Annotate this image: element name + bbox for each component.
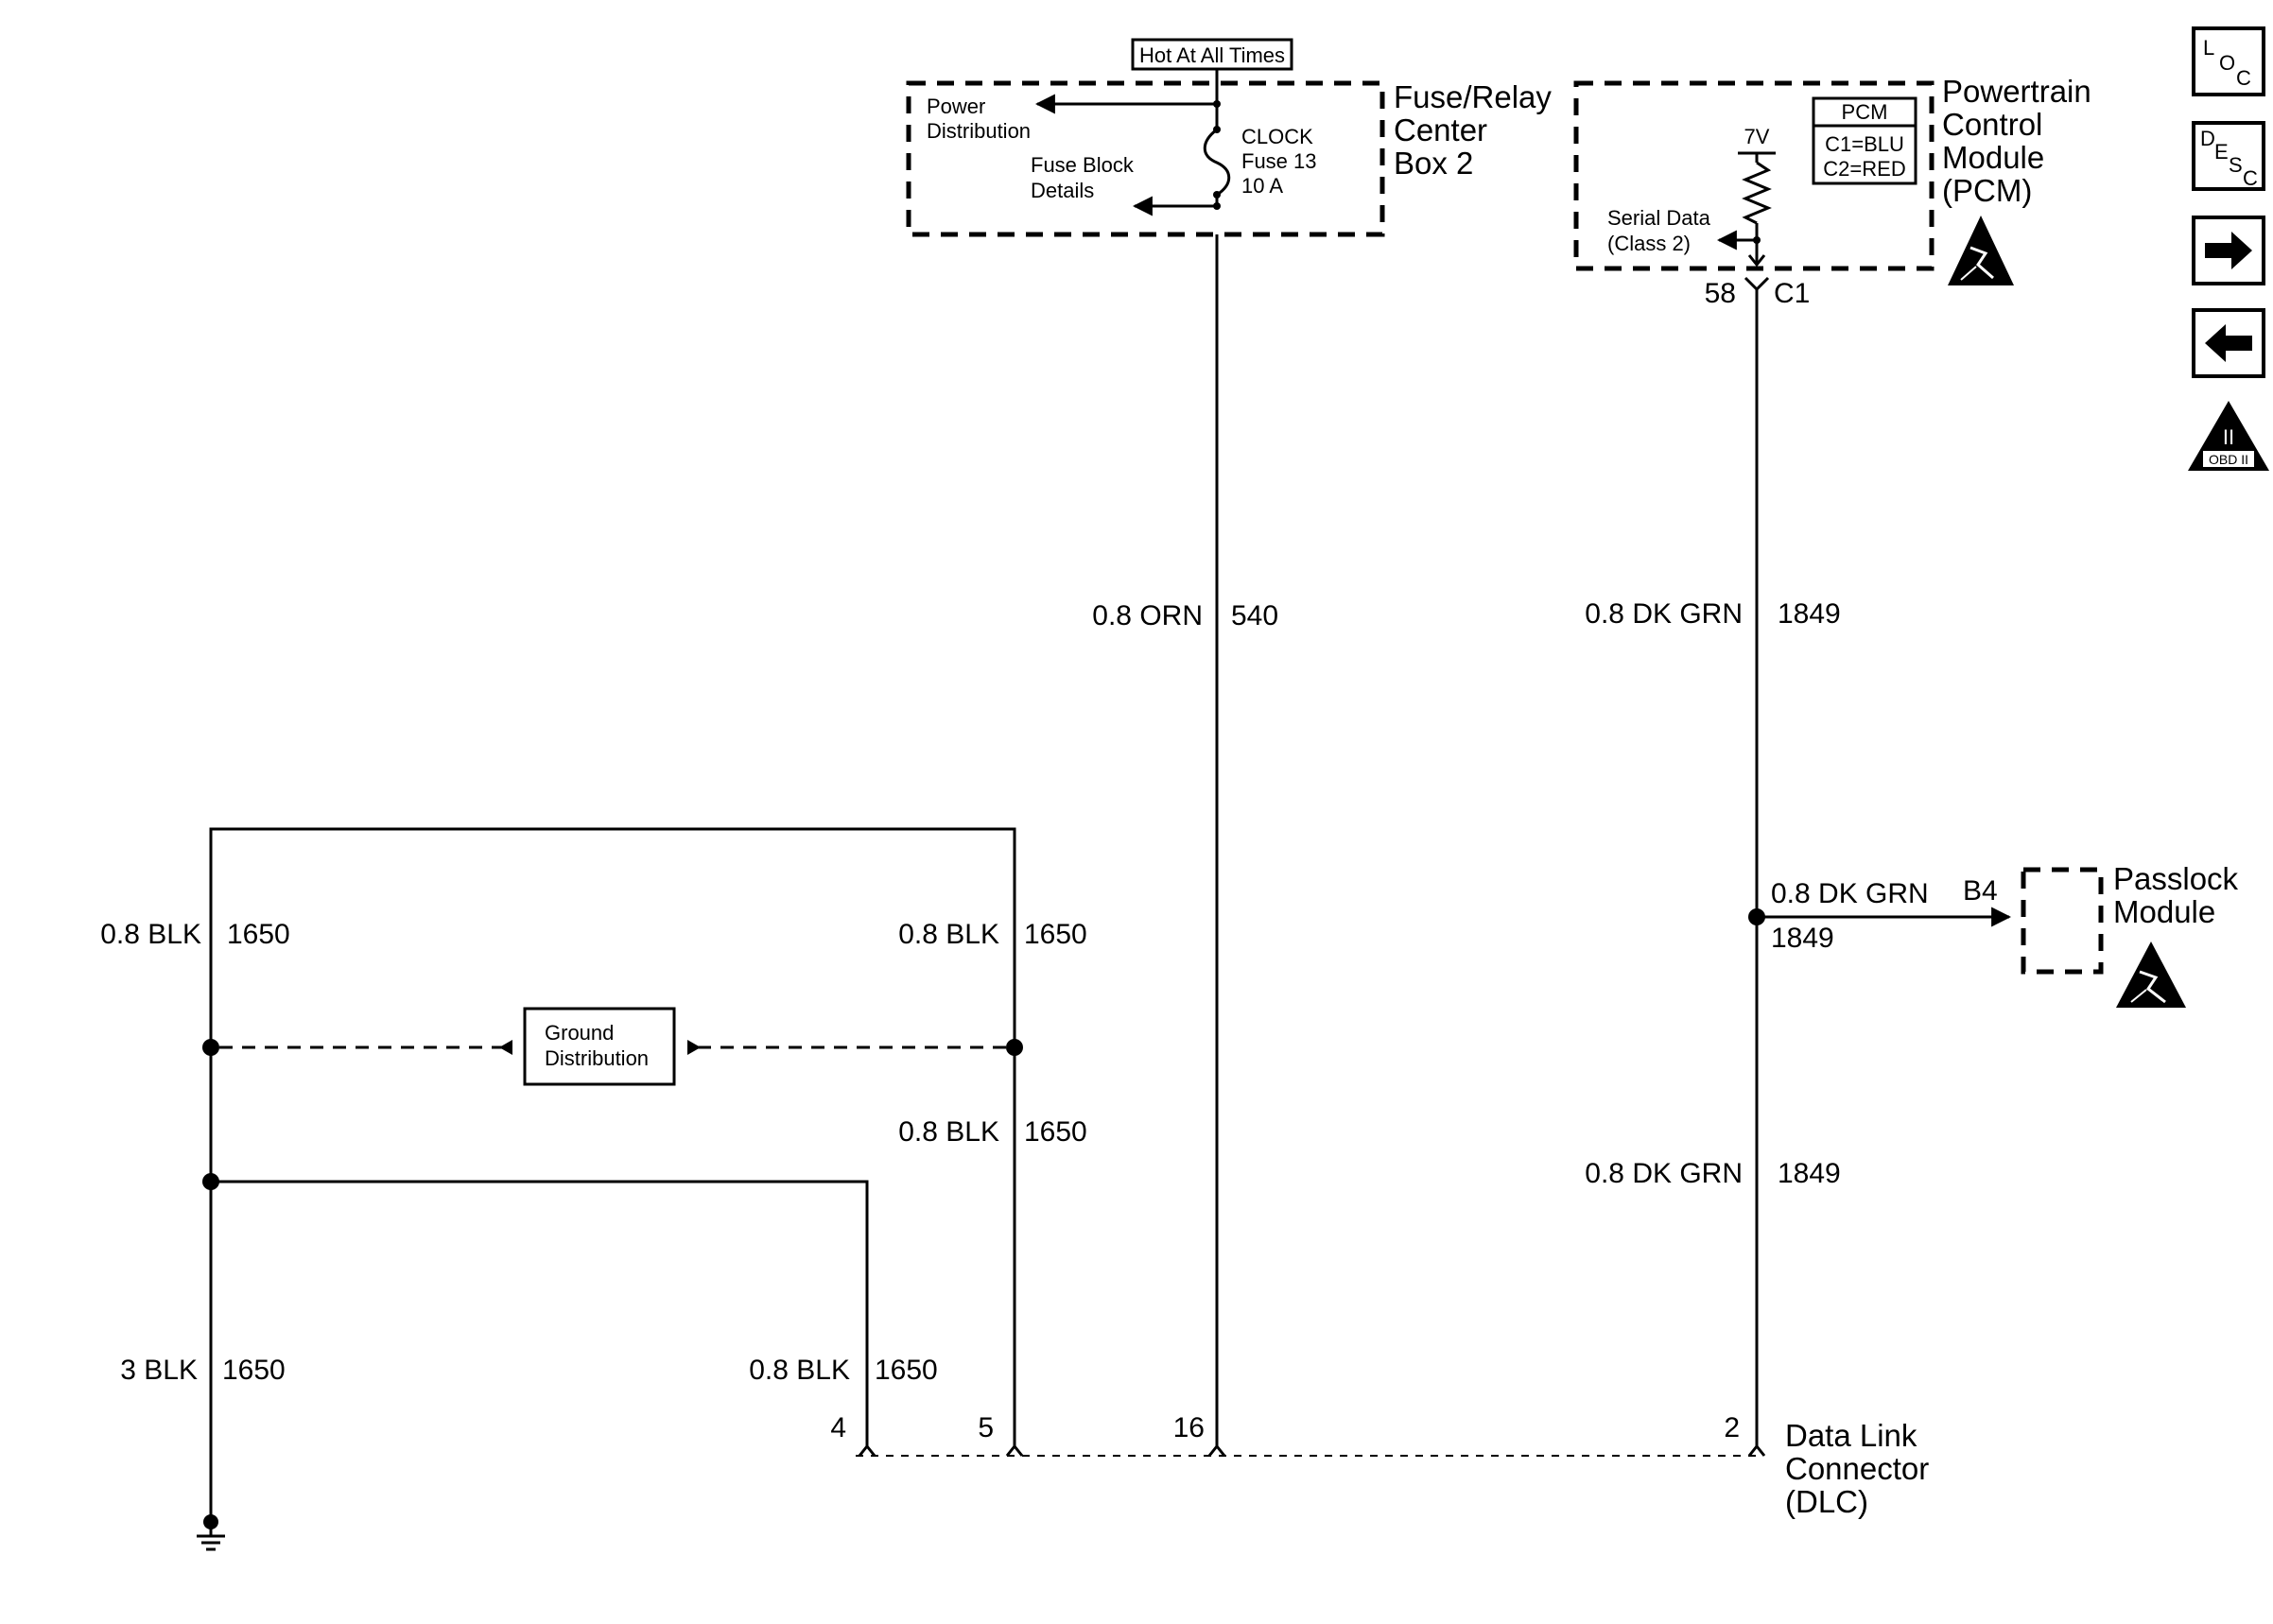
desc-letter-e: E	[2214, 140, 2229, 164]
pcm-title-1: Powertrain	[1942, 74, 2091, 109]
wire-grn-top-circuit-label: 1849	[1778, 598, 1841, 630]
obd-ii-numeral: II	[2223, 425, 2234, 449]
description-icon-button[interactable]: D E S C	[2192, 121, 2265, 191]
passlock-wire-circuit-label: 1849	[1771, 923, 1834, 954]
desc-letter-c: C	[2243, 166, 2258, 190]
loc-letter-c: C	[2236, 66, 2251, 90]
hot-at-all-times-box	[1131, 38, 1293, 71]
ground-distribution-box	[523, 1007, 676, 1086]
next-arrow-button[interactable]	[2192, 216, 2265, 285]
fuse-box-outline	[906, 80, 1385, 237]
fuse-number-label: Fuse 13	[1241, 149, 1317, 173]
arrow-right-icon	[2205, 232, 2252, 269]
data-link-connector: 4 5 16 2 Data Link Connector (DLC)	[830, 1412, 1929, 1519]
pcm-connector-c1: C1=BLU	[1825, 132, 1904, 156]
fuse-block-details-label-1: Fuse Block	[1031, 153, 1135, 177]
fuse-block-details-label-2: Details	[1031, 179, 1094, 202]
wire-blk-left-bot-color-label: 3 BLK	[120, 1355, 198, 1386]
wire-grn-bot-color-label: 0.8 DK GRN	[1585, 1158, 1743, 1189]
ground-distribution-label-2: Distribution	[545, 1046, 649, 1070]
pcm-connector-label: C1	[1774, 278, 1810, 309]
loc-letter-l: L	[2203, 36, 2214, 60]
power-distribution-label-2: Distribution	[927, 119, 1031, 143]
pcm-connector-box	[1812, 96, 1917, 185]
fuse-name-label: CLOCK	[1241, 125, 1313, 148]
dlc-pin-5: 5	[978, 1412, 994, 1443]
wire-blk-1650-dlc4	[211, 1180, 869, 1446]
wire-orn-color-label: 0.8 ORN	[1092, 600, 1203, 631]
pcm-c1-connector	[1744, 276, 1770, 292]
obd-ii-icon-button[interactable]: II OBD II	[2188, 401, 2269, 471]
passlock-pin-label: B4	[1963, 875, 1998, 907]
wire-blk-right-top-color-label: 0.8 BLK	[898, 919, 999, 950]
dlc-pin-4: 4	[830, 1412, 846, 1443]
pcm-title-4: (PCM)	[1942, 173, 2032, 208]
pcm-voltage-label: 7V	[1744, 125, 1770, 148]
ground-splice-left	[202, 1039, 219, 1056]
desc-letter-d: D	[2200, 127, 2215, 150]
wire-blk-right-top-circuit-label: 1650	[1024, 919, 1087, 950]
passlock-wire-color-label: 0.8 DK GRN	[1771, 878, 1929, 909]
fuse-box-title-2: Center	[1394, 112, 1487, 147]
wire-blk-mid-bot-color-label: 0.8 BLK	[749, 1355, 850, 1386]
ground-splice-lower	[202, 1173, 219, 1190]
ground-distribution-label-1: Ground	[545, 1021, 614, 1045]
dlc-title-1: Data Link	[1785, 1418, 1917, 1453]
pullup-resistor	[1742, 161, 1772, 225]
pcm-connector-c2: C2=RED	[1823, 157, 1905, 181]
pcm-title-3: Module	[1942, 140, 2044, 175]
passlock-title-1: Passlock	[2113, 861, 2239, 896]
fuse-box-title-1: Fuse/Relay	[1394, 79, 1552, 114]
wire-blk-right-mid-color-label: 0.8 BLK	[898, 1116, 999, 1148]
ground-circuit: Ground Distribution 0.8 BLK 1650 0.8 BLK…	[100, 827, 1087, 1551]
wire-blk-right-mid-circuit-label: 1650	[1024, 1116, 1087, 1148]
fuse-relay-center: Hot At All Times Power Distribution Fuse…	[906, 38, 1552, 237]
passlock-outline	[2021, 867, 2104, 975]
pcm-outline	[1573, 80, 1935, 271]
pcm-pin-label: 58	[1705, 278, 1736, 309]
wire-grn-bot-circuit-label: 1849	[1778, 1158, 1841, 1189]
wire-blk-left-bot-circuit-label: 1650	[222, 1355, 286, 1386]
serial-data-label-1: Serial Data	[1607, 206, 1711, 230]
ground-splice-right	[1006, 1039, 1023, 1056]
fuse-rating-label: 10 A	[1241, 174, 1283, 198]
esd-warning-icon	[1948, 216, 2014, 285]
pcm-title-2: Control	[1942, 107, 2042, 142]
pcm-box-title: PCM	[1842, 100, 1888, 124]
loc-letter-o: O	[2219, 51, 2235, 75]
dlc-title-3: (DLC)	[1785, 1484, 1868, 1519]
power-distribution-label-1: Power	[927, 95, 985, 118]
nav-panel: L O C D E S C II OBD II	[2188, 26, 2269, 471]
passlock-module: Passlock Module	[2021, 861, 2239, 1008]
passlock-title-2: Module	[2113, 894, 2215, 929]
dlc-pin-16: 16	[1173, 1412, 1205, 1443]
wire-blk-left-top-color-label: 0.8 BLK	[100, 919, 201, 950]
previous-arrow-button[interactable]	[2192, 308, 2265, 378]
arrow-left-icon	[2205, 324, 2252, 362]
ground-symbol-icon	[197, 1514, 225, 1551]
dlc-title-2: Connector	[1785, 1451, 1929, 1486]
obd-ii-label: OBD II	[2209, 452, 2248, 467]
wire-blk-mid-bot-circuit-label: 1650	[875, 1355, 938, 1386]
serial-data-label-2: (Class 2)	[1607, 232, 1691, 255]
wire-blk-left-top-circuit-label: 1650	[227, 919, 290, 950]
fuse-box-title-3: Box 2	[1394, 146, 1473, 181]
powertrain-control-module: PCM C1=BLU C2=RED 7V Serial Data (Class …	[1573, 74, 2091, 309]
location-icon-button[interactable]: L O C	[2192, 26, 2265, 96]
hot-at-all-times-label: Hot At All Times	[1139, 43, 1285, 67]
fuse-symbol	[1203, 128, 1231, 197]
wire-grn-top-color-label: 0.8 DK GRN	[1585, 598, 1743, 630]
dlc-pin-2: 2	[1724, 1412, 1740, 1443]
wire-orn-circuit-label: 540	[1231, 600, 1278, 631]
passlock-esd-warning-icon	[2116, 942, 2186, 1008]
desc-letter-s: S	[2229, 153, 2243, 177]
